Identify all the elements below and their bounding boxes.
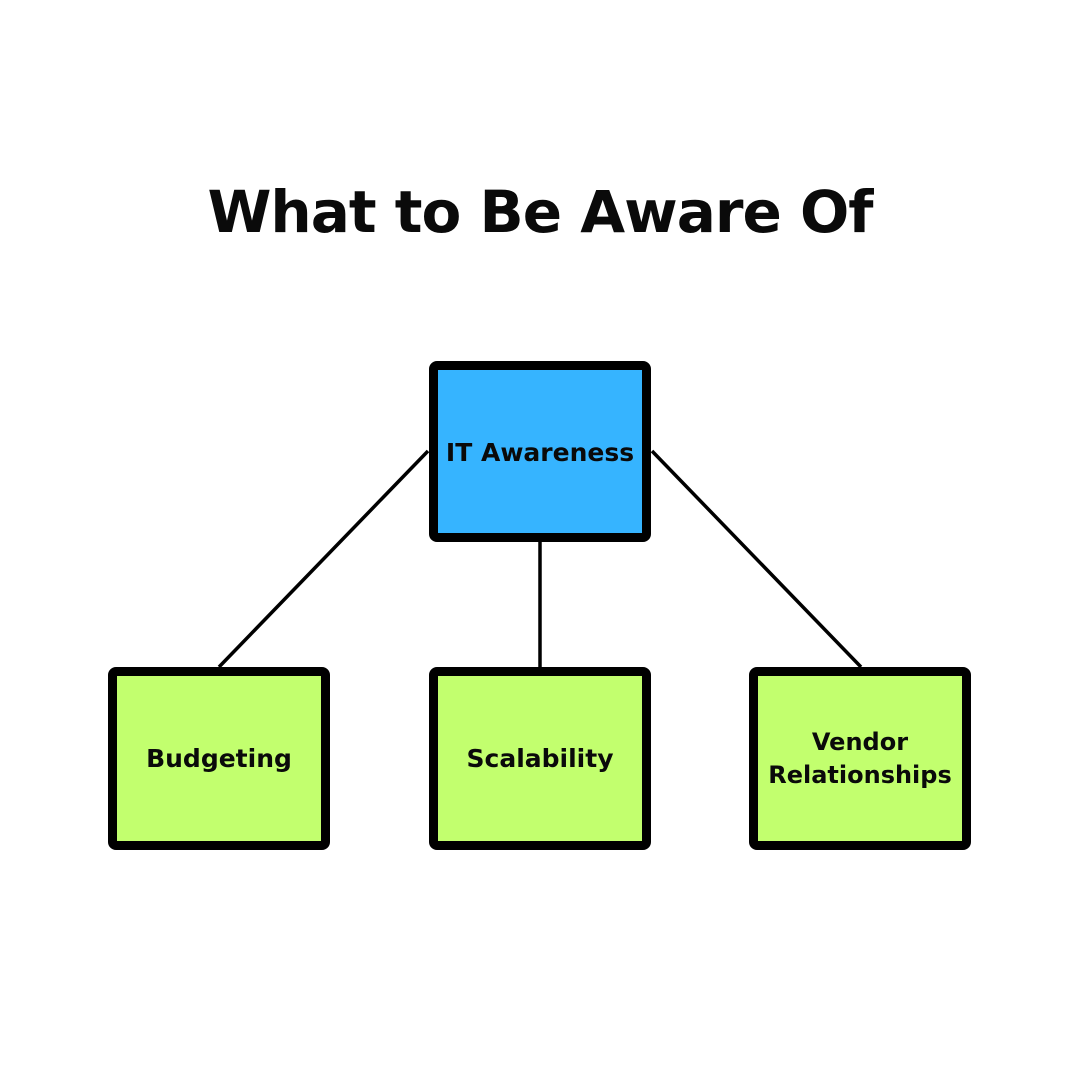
child-node-label: Budgeting (146, 743, 292, 773)
child-node-scalability: Scalability (429, 667, 651, 850)
child-node-label: Vendor Relationships (768, 728, 952, 789)
connector-root-to-budgeting (217, 449, 430, 669)
child-node-label: Scalability (466, 743, 614, 773)
page-title: What to Be Aware Of (207, 178, 873, 246)
root-node-label: IT Awareness (445, 438, 635, 467)
child-node-vendor-relationships: Vendor Relationships (749, 667, 971, 850)
child-node-budgeting: Budgeting (108, 667, 330, 850)
connector-root-to-vendor-relationships (650, 449, 863, 669)
root-node-it-awareness: IT Awareness (429, 361, 651, 542)
